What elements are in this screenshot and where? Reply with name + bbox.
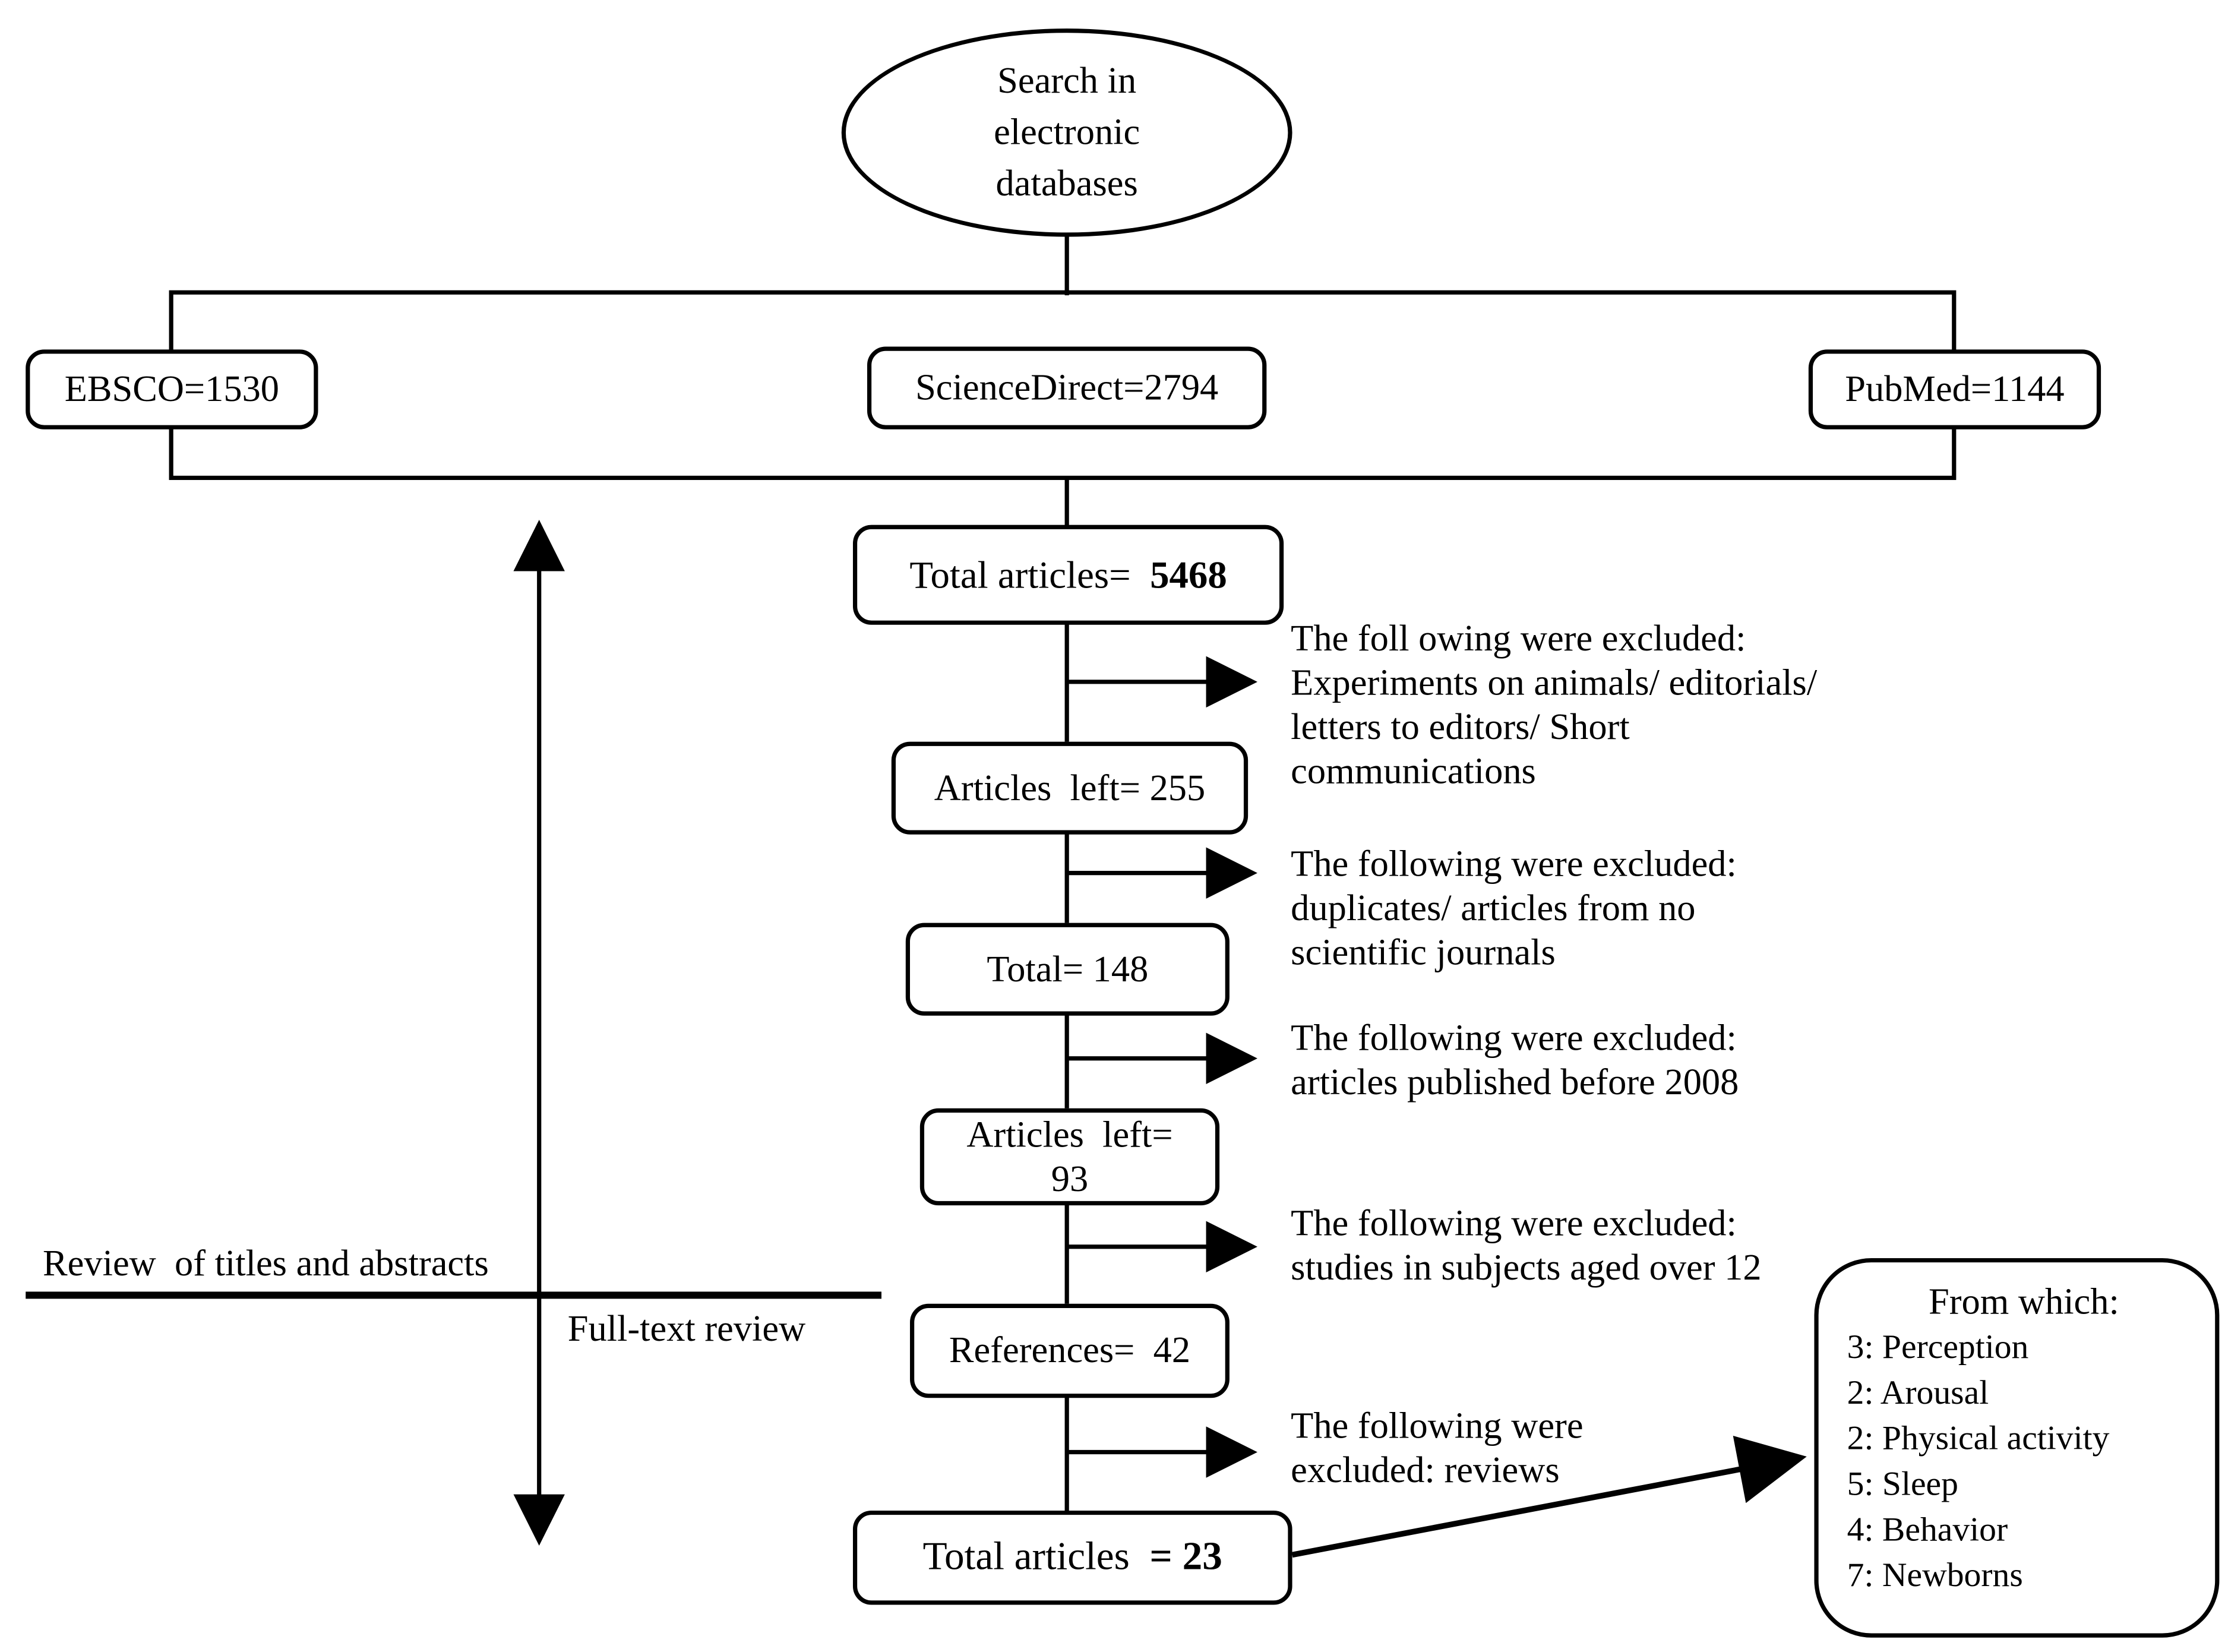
sciencedirect-label: ScienceDirect=2794 <box>915 367 1219 409</box>
total-final-label: Total articles = 23 <box>922 1535 1222 1580</box>
final-to-summary-arrow <box>1291 1435 1807 1558</box>
review-phase-label: Review of titles and abstracts <box>43 1242 489 1284</box>
from-which-item: 2: Arousal <box>1847 1375 1989 1413</box>
articles-left-255-box: Articles left= 255 <box>891 741 1249 835</box>
from-which-item: 3: Perception <box>1847 1329 2029 1367</box>
articles-left-93-box: Articles left= 93 <box>919 1108 1220 1206</box>
exclusion-note-3: The following were excluded: articles pu… <box>1291 1017 1739 1103</box>
exclusion-note-2: The following were excluded: duplicates/… <box>1291 843 1737 973</box>
references-box: References= 42 <box>910 1303 1230 1398</box>
from-which-title: From which: <box>1929 1281 2119 1323</box>
sciencedirect-box: ScienceDirect=2794 <box>867 346 1267 429</box>
ebsco-box: EBSCO=1530 <box>26 349 318 429</box>
articles-left-93-label: Articles left= 93 <box>966 1113 1173 1200</box>
total-articles-box: Total articles= 5468 <box>852 525 1284 625</box>
from-which-item: 2: Physical activity <box>1847 1420 2110 1458</box>
from-which-item: 4: Behavior <box>1847 1512 2008 1549</box>
pubmed-label: PubMed=1144 <box>1845 368 2065 410</box>
references-label: References= 42 <box>949 1329 1191 1372</box>
ebsco-label: EBSCO=1530 <box>64 368 280 410</box>
articles-left-255-label: Articles left= 255 <box>934 767 1206 809</box>
total-final-box: Total articles = 23 <box>852 1510 1292 1605</box>
fulltext-phase-label: Full-text review <box>567 1307 806 1350</box>
pubmed-box: PubMed=1144 <box>1808 349 2101 429</box>
total-148-label: Total= 148 <box>987 948 1149 990</box>
start-ellipse: Search in electronic databases <box>841 29 1292 237</box>
total-articles-label: Total articles= 5468 <box>909 553 1227 596</box>
total-final-value: = 23 <box>1149 1535 1222 1580</box>
total-148-box: Total= 148 <box>905 923 1230 1016</box>
total-articles-value: 5468 <box>1150 553 1227 596</box>
exclusion-note-1: The foll owing were excluded: Experiment… <box>1291 617 1818 792</box>
start-ellipse-label: Search in electronic databases <box>994 60 1140 204</box>
from-which-box: From which: 3: Perception 2: Arousal 2: … <box>1814 1258 2220 1638</box>
from-which-item: 7: Newborns <box>1847 1558 2023 1595</box>
from-which-item: 5: Sleep <box>1847 1466 1958 1503</box>
exclusion-note-5: The following were excluded: reviews <box>1291 1405 1584 1491</box>
exclusion-note-4: The following were excluded: studies in … <box>1291 1202 1762 1288</box>
